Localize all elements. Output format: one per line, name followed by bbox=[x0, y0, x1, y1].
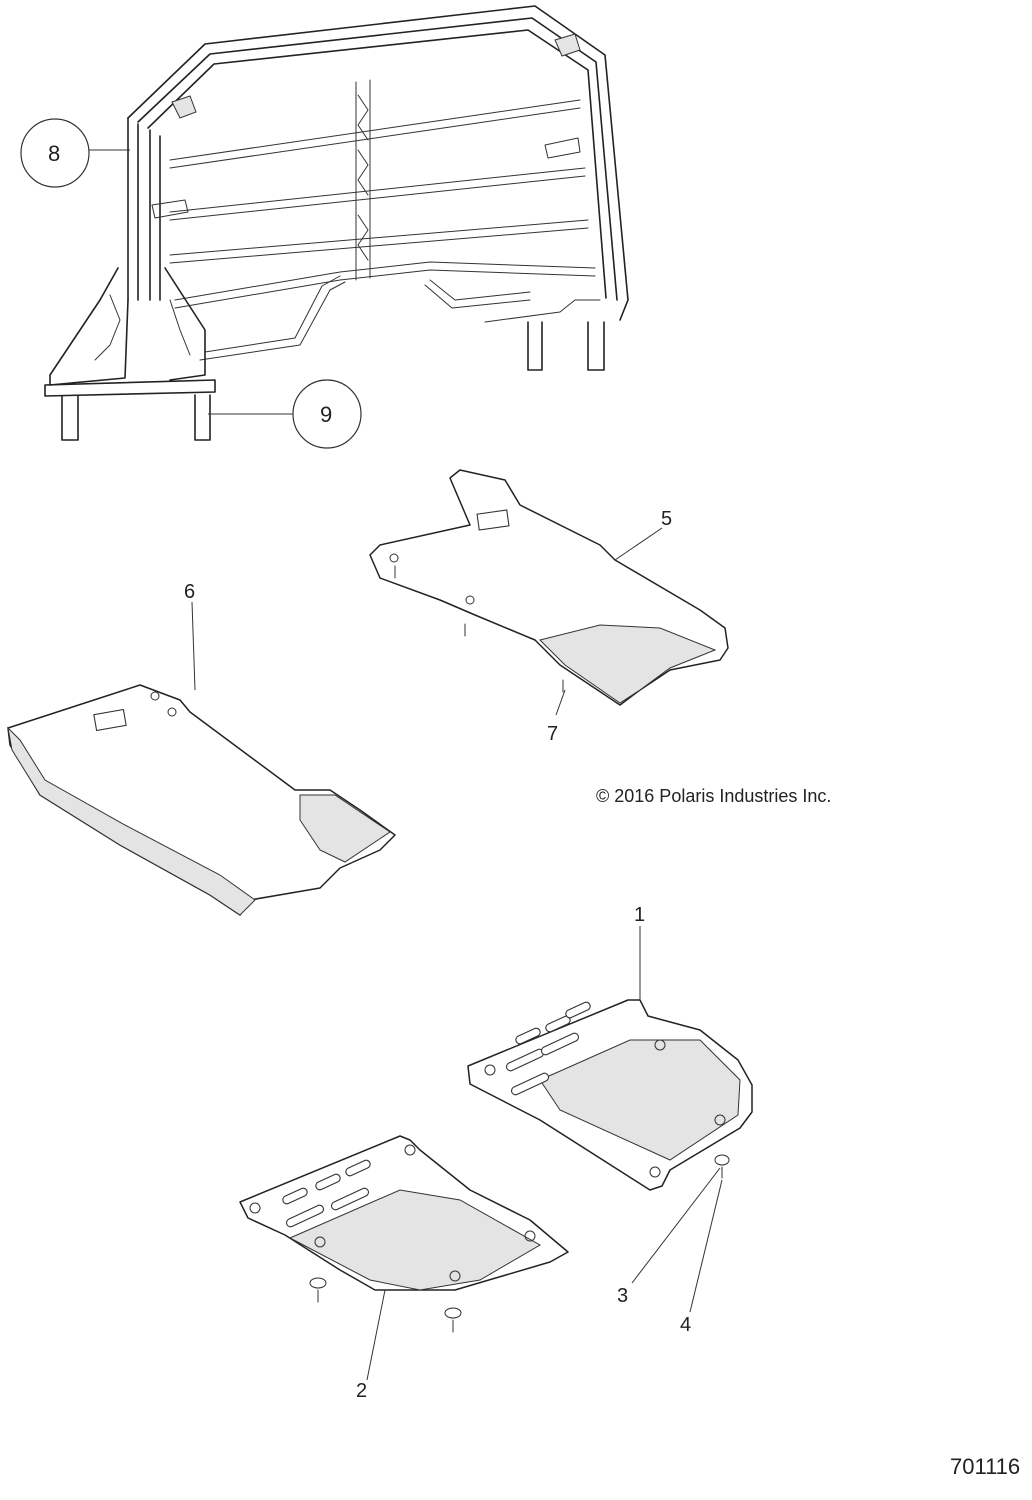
callout-5: 5 bbox=[614, 508, 672, 561]
drawing-number: 701116 bbox=[950, 1454, 1021, 1479]
callout-8-label: 8 bbox=[48, 141, 60, 166]
floor-panel-6 bbox=[7, 684, 396, 916]
callout-1: 1 bbox=[634, 904, 645, 1000]
copyright-notice: © 2016 Polaris Industries Inc. bbox=[596, 786, 832, 806]
callout-6-label: 6 bbox=[184, 581, 195, 603]
callout-1-label: 1 bbox=[634, 904, 645, 926]
fastener-3-4 bbox=[714, 1154, 730, 1179]
callout-9: 9 bbox=[208, 379, 362, 449]
rack-frame-assembly bbox=[44, 5, 629, 441]
callout-8: 8 bbox=[20, 118, 130, 188]
footwell-panel-2 bbox=[239, 1135, 569, 1333]
callout-5-label: 5 bbox=[661, 508, 672, 530]
callout-9-label: 9 bbox=[320, 402, 332, 427]
callout-7: 7 bbox=[547, 679, 566, 745]
callout-4-label: 4 bbox=[680, 1314, 691, 1336]
callout-7-label: 7 bbox=[547, 723, 558, 745]
callout-3-label: 3 bbox=[617, 1285, 628, 1307]
callout-6: 6 bbox=[184, 581, 196, 691]
callout-2-label: 2 bbox=[356, 1380, 367, 1402]
callout-4: 4 bbox=[680, 1179, 723, 1336]
callout-3: 3 bbox=[617, 1167, 721, 1307]
floor-panel-5 bbox=[369, 469, 729, 706]
footwell-panel-1 bbox=[467, 999, 753, 1191]
callout-2: 2 bbox=[356, 1289, 386, 1402]
